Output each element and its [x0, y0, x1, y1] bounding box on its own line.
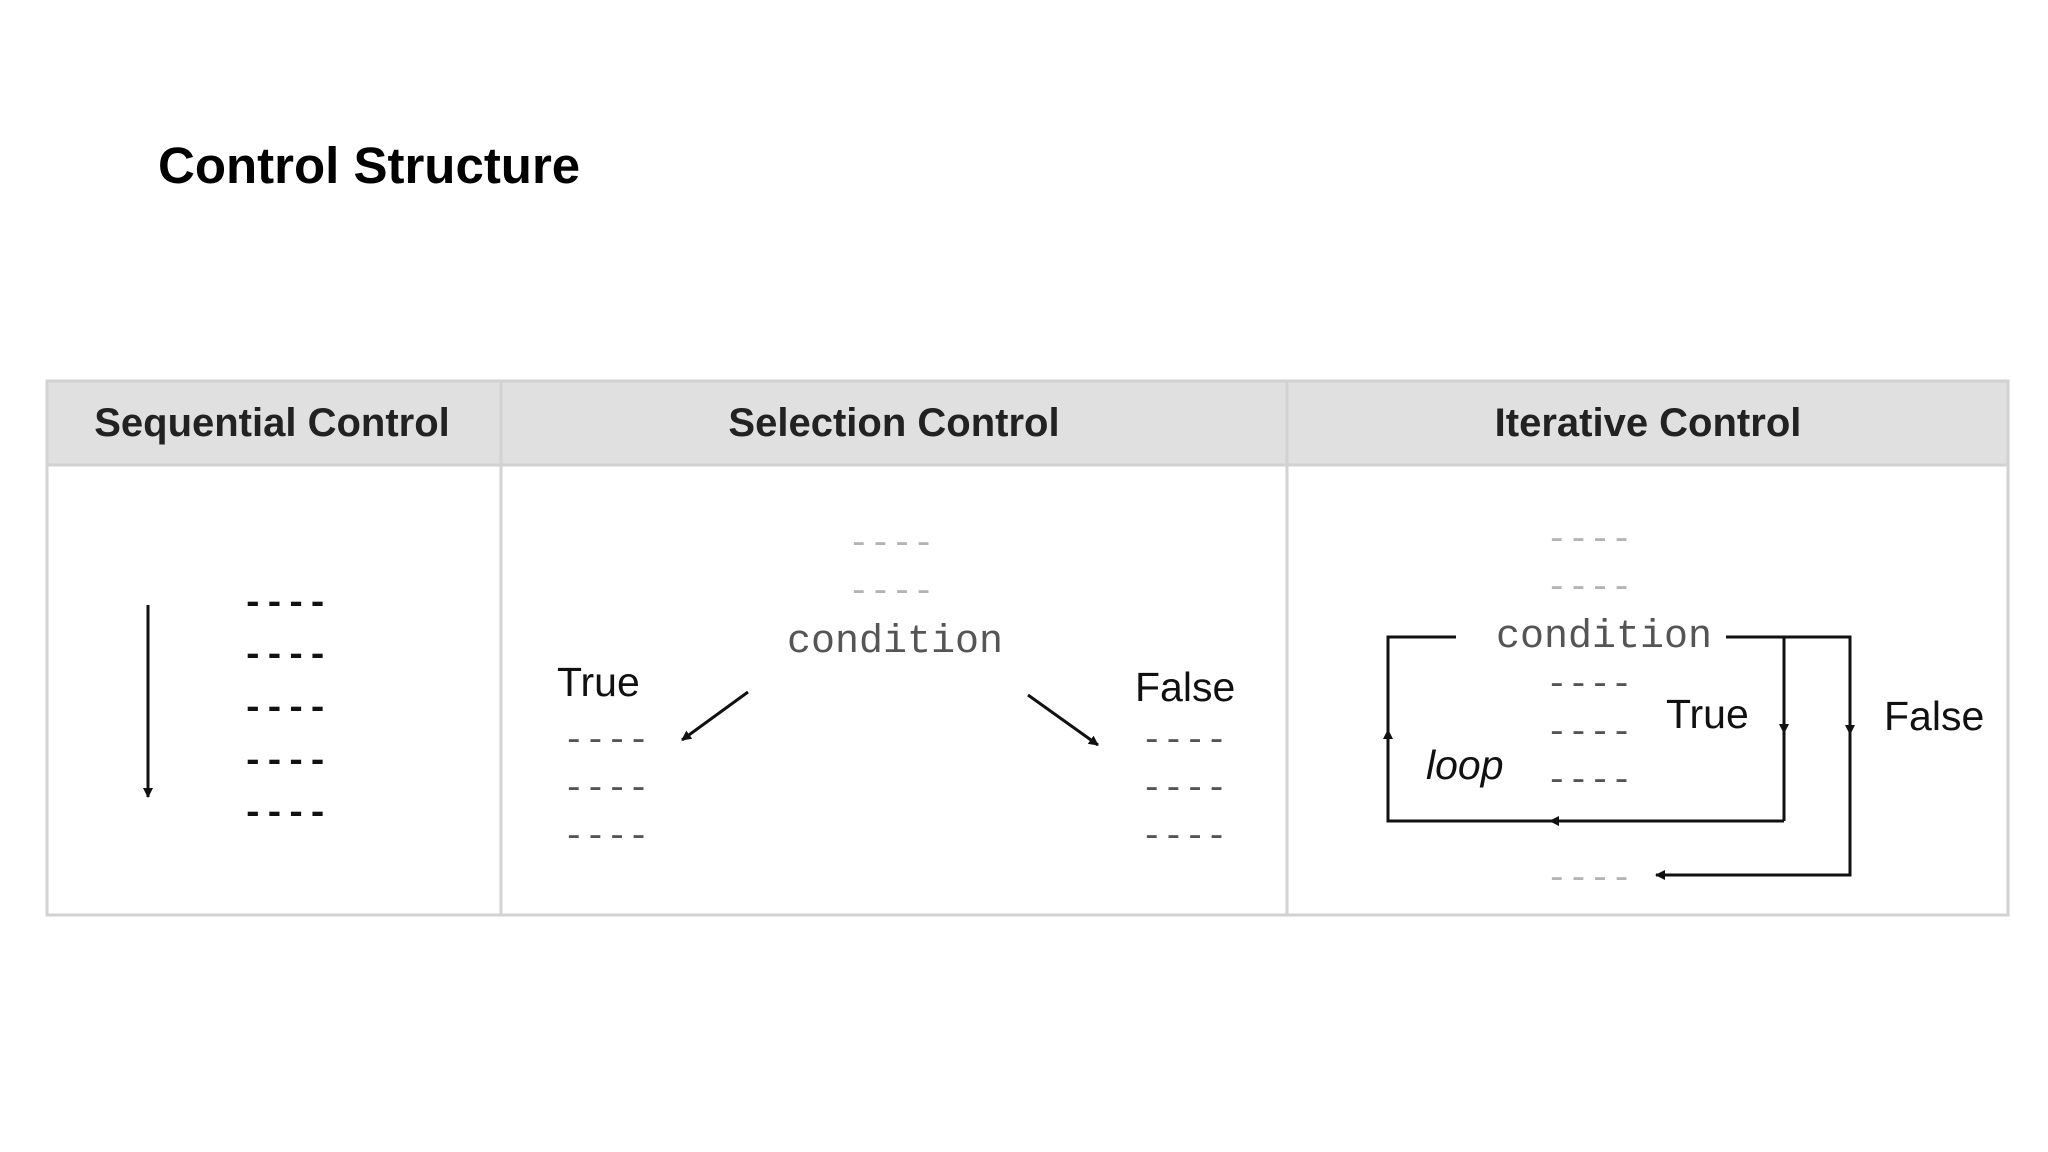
selection-preceding-statement: ----	[848, 571, 934, 612]
selection-false-label: False	[1135, 664, 1235, 710]
table-header-background	[47, 381, 2008, 465]
iterative-body-statement: ----	[1546, 760, 1632, 801]
selection-true-statement: ----	[563, 816, 649, 857]
selection-false-statement: ----	[1141, 816, 1227, 857]
iterative-condition: condition	[1496, 615, 1712, 660]
header-selection-control: Selection Control	[728, 401, 1059, 445]
iterative-preceding-statement: ----	[1546, 567, 1632, 608]
iterative-preceding-statement: ----	[1546, 519, 1632, 560]
iterative-false-label: False	[1884, 693, 1984, 739]
iterative-body-statement: ----	[1546, 664, 1632, 705]
selection-preceding-statement: ----	[848, 523, 934, 564]
table-border	[45, 379, 2010, 917]
sequential-statement: ----	[242, 583, 328, 624]
header-iterative-control: Iterative Control	[1495, 401, 1802, 445]
iterative-true-label: True	[1666, 691, 1749, 737]
selection-condition: condition	[787, 620, 1003, 665]
selection-true-statement: ----	[563, 720, 649, 761]
sequential-statement: ----	[242, 635, 328, 676]
selection-true-arrow	[681, 690, 749, 742]
selection-true-label: True	[557, 659, 640, 705]
iterative-false-line	[1660, 635, 1852, 877]
selection-false-statement: ----	[1141, 768, 1227, 809]
selection-true-statement: ----	[563, 768, 649, 809]
selection-false-statement: ----	[1141, 720, 1227, 761]
iterative-following-statement: ----	[1546, 858, 1632, 899]
iterative-loop-label: loop	[1426, 742, 1504, 788]
selection-false-arrow	[1027, 693, 1099, 747]
sequential-statement: ----	[242, 793, 328, 834]
iterative-body-statement: ----	[1546, 712, 1632, 753]
sequential-statement: ----	[242, 688, 328, 729]
header-sequential-control: Sequential Control	[94, 401, 450, 445]
sequential-statement: ----	[242, 741, 328, 782]
slide-title: Control Structure	[158, 137, 581, 194]
